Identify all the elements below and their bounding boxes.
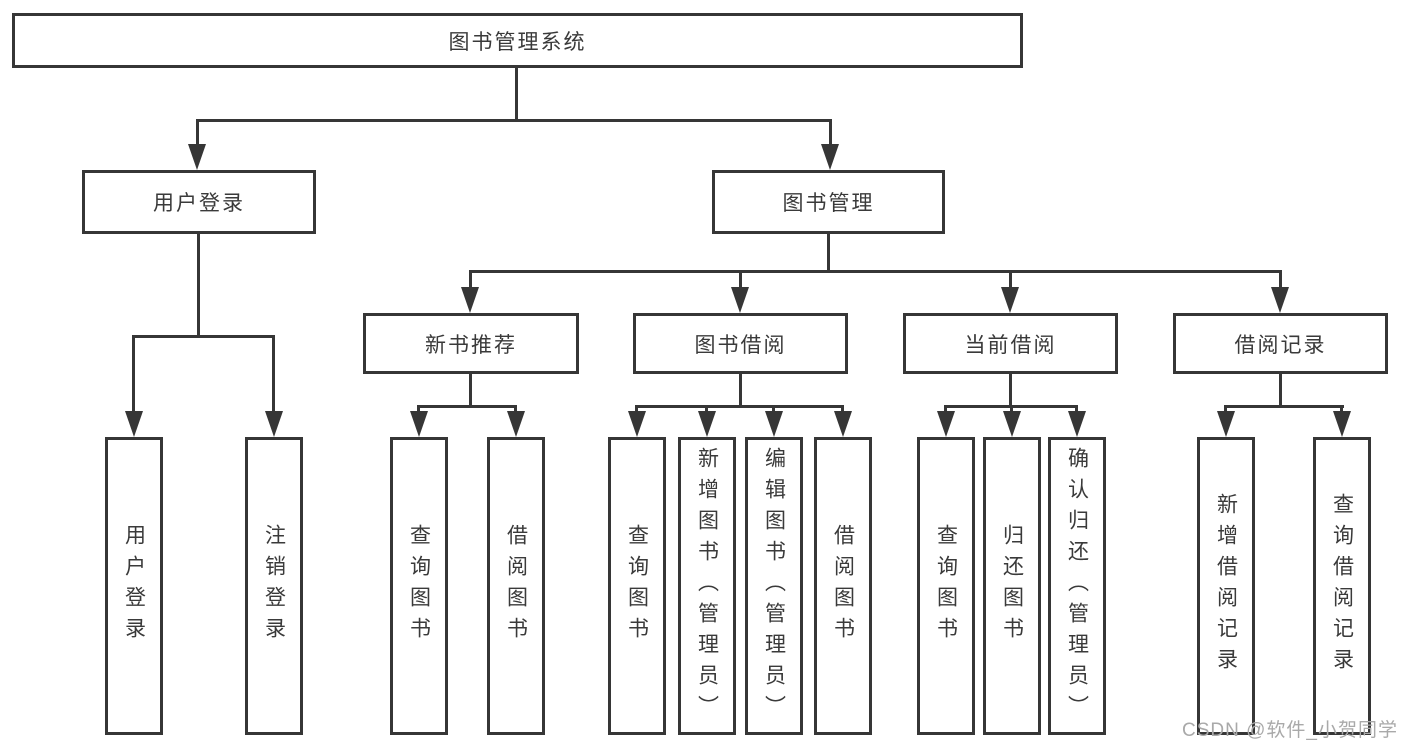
leaf-newbook-borrow-books-label: 借阅图书 bbox=[504, 524, 528, 648]
leaf-records-add-record-label: 新增借阅记录 bbox=[1214, 493, 1238, 679]
connector-line bbox=[197, 233, 200, 337]
node-user-login-label: 用户登录 bbox=[153, 192, 245, 215]
connector-line bbox=[272, 335, 275, 413]
connector-line bbox=[515, 68, 518, 120]
leaf-borrow-add-books-admin: 新增图书（管理员） bbox=[678, 437, 736, 735]
leaf-logout-label: 注销登录 bbox=[262, 524, 286, 648]
leaf-current-confirm-return-admin: 确认归还（管理员） bbox=[1048, 437, 1106, 735]
connector-arrow bbox=[765, 411, 783, 437]
leaf-current-return-books: 归还图书 bbox=[983, 437, 1041, 735]
connector-arrow bbox=[698, 411, 716, 437]
connector-arrow bbox=[834, 411, 852, 437]
connector-line bbox=[469, 270, 1282, 273]
connector-line bbox=[635, 405, 844, 408]
connector-line bbox=[469, 372, 472, 407]
connector-arrow bbox=[507, 411, 525, 437]
leaf-current-query-books: 查询图书 bbox=[917, 437, 975, 735]
connector-arrow bbox=[1333, 411, 1351, 437]
connector-line bbox=[417, 405, 517, 408]
leaf-logout: 注销登录 bbox=[245, 437, 303, 735]
connector-arrow bbox=[628, 411, 646, 437]
node-root: 图书管理系统 bbox=[12, 13, 1023, 68]
leaf-records-query-record-label: 查询借阅记录 bbox=[1330, 493, 1354, 679]
connector-arrow bbox=[265, 411, 283, 437]
node-book-borrowing-label: 图书借阅 bbox=[694, 333, 787, 357]
connector-arrow bbox=[937, 411, 955, 437]
leaf-borrow-add-books-admin-label: 新增图书（管理员） bbox=[695, 446, 719, 726]
leaf-borrow-query-books-label: 查询图书 bbox=[625, 524, 649, 648]
connector-arrow bbox=[731, 287, 749, 313]
connector-arrow bbox=[410, 411, 428, 437]
connector-arrow bbox=[1068, 411, 1086, 437]
leaf-borrow-edit-books-admin: 编辑图书（管理员） bbox=[745, 437, 803, 735]
connector-arrow bbox=[1001, 287, 1019, 313]
node-new-book-recommend-label: 新书推荐 bbox=[425, 333, 517, 357]
connector-line bbox=[1279, 270, 1282, 291]
leaf-user-login-label: 用户登录 bbox=[122, 524, 146, 648]
leaf-records-query-record: 查询借阅记录 bbox=[1313, 437, 1371, 735]
leaf-current-confirm-return-admin-label: 确认归还（管理员） bbox=[1065, 446, 1089, 726]
node-current-borrowing: 当前借阅 bbox=[903, 313, 1118, 374]
connector-arrow bbox=[125, 411, 143, 437]
connector-line bbox=[1009, 270, 1012, 291]
connector-line bbox=[739, 372, 742, 407]
leaf-borrow-borrow-books-label: 借阅图书 bbox=[831, 524, 855, 648]
connector-line bbox=[1224, 405, 1344, 408]
leaf-user-login: 用户登录 bbox=[105, 437, 163, 735]
leaf-borrow-edit-books-admin-label: 编辑图书（管理员） bbox=[762, 446, 786, 726]
csdn-watermark: CSDN @软件_小贺同学 bbox=[1182, 720, 1398, 741]
connector-arrow bbox=[1003, 411, 1021, 437]
leaf-newbook-query-books-label: 查询图书 bbox=[407, 524, 431, 648]
leaf-current-return-books-label: 归还图书 bbox=[1000, 524, 1024, 648]
connector-line bbox=[196, 119, 832, 122]
connector-arrow bbox=[461, 287, 479, 313]
connector-line bbox=[739, 270, 742, 291]
node-root-label: 图书管理系统 bbox=[448, 30, 587, 54]
connector-line bbox=[1279, 372, 1282, 407]
leaf-borrow-borrow-books: 借阅图书 bbox=[814, 437, 872, 735]
node-borrowing-records: 借阅记录 bbox=[1173, 313, 1388, 374]
node-new-book-recommend: 新书推荐 bbox=[363, 313, 579, 374]
leaf-borrow-query-books: 查询图书 bbox=[608, 437, 666, 735]
leaf-newbook-borrow-books: 借阅图书 bbox=[487, 437, 545, 735]
connector-arrow bbox=[1217, 411, 1235, 437]
node-borrowing-records-label: 借阅记录 bbox=[1234, 333, 1327, 357]
connector-line bbox=[469, 270, 472, 291]
connector-line bbox=[132, 335, 275, 338]
connector-line bbox=[1009, 372, 1012, 407]
leaf-newbook-query-books: 查询图书 bbox=[390, 437, 448, 735]
node-book-management-label: 图书管理 bbox=[782, 192, 875, 215]
node-book-management: 图书管理 bbox=[712, 170, 945, 234]
connector-line bbox=[196, 119, 199, 149]
connector-line bbox=[829, 119, 832, 149]
leaf-records-add-record: 新增借阅记录 bbox=[1197, 437, 1255, 735]
leaf-current-query-books-label: 查询图书 bbox=[934, 524, 958, 648]
connector-arrow bbox=[188, 144, 206, 170]
connector-line bbox=[132, 335, 135, 413]
node-book-borrowing: 图书借阅 bbox=[633, 313, 848, 374]
node-current-borrowing-label: 当前借阅 bbox=[964, 333, 1057, 357]
connector-arrow bbox=[821, 144, 839, 170]
node-user-login: 用户登录 bbox=[82, 170, 316, 234]
connector-line bbox=[827, 234, 830, 272]
connector-arrow bbox=[1271, 287, 1289, 313]
